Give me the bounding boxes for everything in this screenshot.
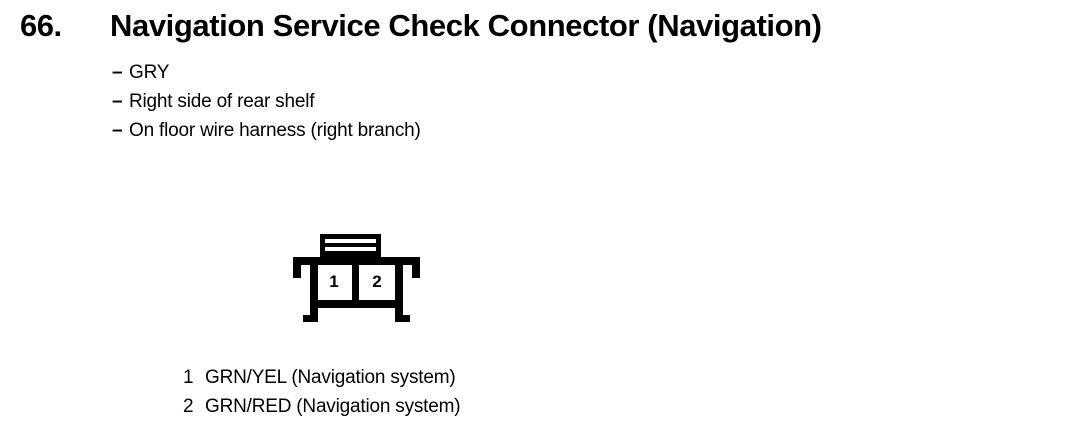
legend-pin-number: 1 [183, 367, 194, 388]
spec-list: –GRY –Right side of rear shelf –On floor… [112, 58, 812, 145]
spec-item-location: –Right side of rear shelf [112, 87, 812, 116]
dash-bullet-icon: – [112, 120, 123, 141]
pin-number-1: 1 [329, 272, 338, 291]
legend-pin-number: 2 [183, 396, 194, 417]
connector-locking-tab [320, 234, 381, 258]
legend-pin-description: GRN/YEL (Navigation system) [205, 367, 456, 388]
dash-bullet-icon: – [112, 62, 123, 83]
pin-number-2: 2 [372, 272, 381, 291]
legend-row: 2 GRN/RED (Navigation system) [183, 392, 783, 421]
spec-item-color: –GRY [112, 58, 812, 87]
connector-diagram: 1 2 [290, 230, 430, 330]
item-number: 66. [20, 8, 62, 43]
page-title: Navigation Service Check Connector (Navi… [110, 8, 822, 43]
pin-legend: 1 GRN/YEL (Navigation system) 2 GRN/RED (N… [183, 363, 783, 421]
spec-item-harness: –On floor wire harness (right branch) [112, 116, 812, 145]
spec-item-label: GRY [129, 62, 170, 83]
spec-item-label: On floor wire harness (right branch) [129, 120, 421, 141]
connector-housing [293, 257, 420, 322]
legend-row: 1 GRN/YEL (Navigation system) [183, 363, 783, 392]
spec-item-label: Right side of rear shelf [129, 91, 315, 112]
connector-illustration: 1 2 [293, 234, 420, 322]
page-header: 66. Navigation Service Check Connector (… [0, 0, 1072, 52]
legend-pin-description: GRN/RED (Navigation system) [205, 396, 461, 417]
dash-bullet-icon: – [112, 91, 123, 112]
